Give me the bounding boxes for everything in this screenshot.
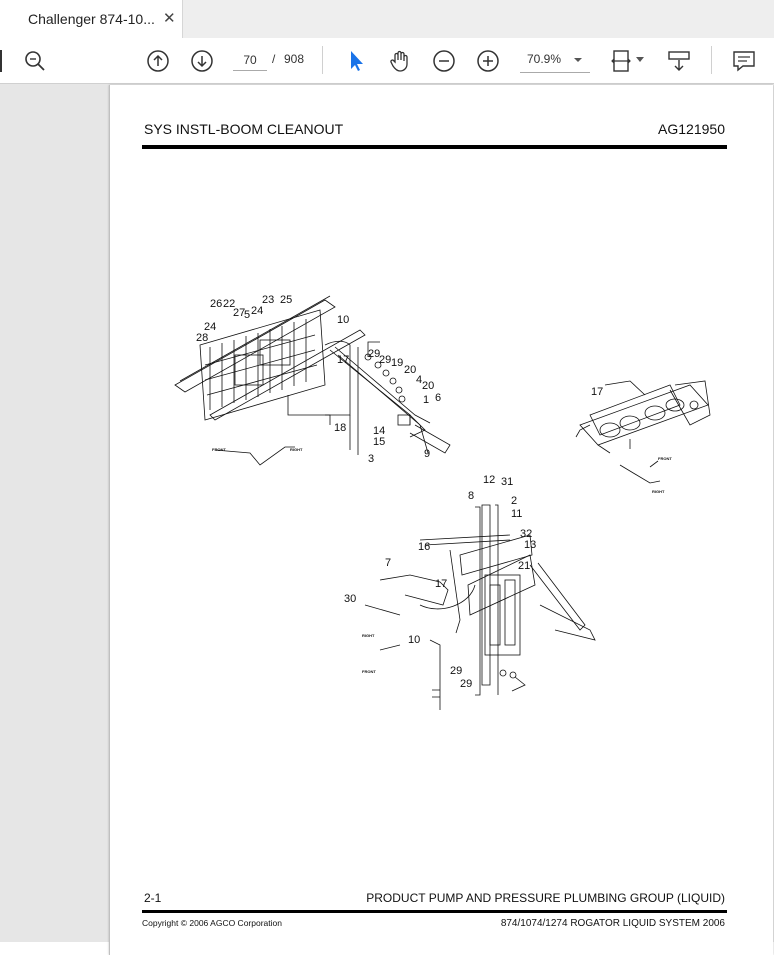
callout-21: 21 xyxy=(518,560,530,572)
callout-8: 8 xyxy=(468,490,474,502)
header-rule xyxy=(142,145,727,149)
callout-30: 30 xyxy=(344,593,356,605)
callout-4: 4 xyxy=(416,374,422,386)
callout-17-view2: 17 xyxy=(591,386,603,398)
callout-7: 7 xyxy=(385,557,391,569)
diagram-view-3-labels: 12 31 8 2 11 32 13 16 21 7 17 30 10 29 2… xyxy=(344,474,536,690)
chevron-down-icon xyxy=(574,58,582,62)
callout-29-b: 29 xyxy=(379,354,391,366)
footer-rule xyxy=(142,910,727,913)
previous-page-icon[interactable] xyxy=(145,48,171,74)
callout-23: 23 xyxy=(262,294,274,306)
toolbar-divider xyxy=(322,46,323,74)
fit-menu-chevron-icon[interactable] xyxy=(636,57,644,63)
orientation-right-1: RIGHT xyxy=(290,447,303,452)
toolbar-divider xyxy=(711,46,712,74)
callout-16: 16 xyxy=(418,541,430,553)
callout-6: 6 xyxy=(435,392,441,404)
footer-system-name: 874/1074/1274 ROGATOR LIQUID SYSTEM 2006 xyxy=(500,918,725,929)
callout-3: 3 xyxy=(368,453,374,465)
callout-14: 14 xyxy=(373,425,385,437)
hand-tool-icon[interactable] xyxy=(387,48,413,74)
callout-29-view3: 29 xyxy=(450,665,462,677)
callout-9: 9 xyxy=(424,448,430,460)
callout-28: 28 xyxy=(196,332,208,344)
callout-13: 13 xyxy=(524,539,536,551)
diagram-view-1 xyxy=(174,295,451,466)
orientation-front-2: FRONT xyxy=(658,456,672,461)
orientation-front-3: FRONT xyxy=(362,669,376,674)
zoom-underline xyxy=(520,72,590,73)
callout-5: 5 xyxy=(244,309,250,321)
search-icon[interactable] xyxy=(22,48,48,74)
callout-11: 11 xyxy=(511,508,522,520)
callout-20: 20 xyxy=(404,364,416,376)
page-header-part-number: AG121950 xyxy=(658,121,725,137)
callout-2: 2 xyxy=(511,495,517,507)
callout-24: 24 xyxy=(251,305,263,317)
footer-copyright: Copyright © 2006 AGCO Corporation xyxy=(142,918,282,928)
tab-bar: Challenger 874-10... ✕ xyxy=(0,0,774,39)
callout-17: 17 xyxy=(337,354,349,366)
tab-title: Challenger 874-10... xyxy=(28,11,155,27)
document-viewer[interactable]: SYS INSTL-BOOM CLEANOUT AG121950 xyxy=(0,84,774,955)
callout-32: 32 xyxy=(520,528,532,540)
document-tab[interactable]: Challenger 874-10... ✕ xyxy=(0,0,183,38)
comment-icon[interactable] xyxy=(731,48,757,74)
callout-1: 1 xyxy=(423,394,429,406)
callout-27: 27 xyxy=(233,307,245,319)
diagram-view-2-labels: 17 FRONT RIGHT xyxy=(591,386,672,494)
sidebar-edge xyxy=(0,50,2,72)
page-header-title: SYS INSTL-BOOM CLEANOUT xyxy=(144,121,344,137)
callout-22: 22 xyxy=(223,298,235,310)
callout-10-view3: 10 xyxy=(408,634,420,646)
parts-diagram: 26 22 27 5 24 23 25 24 28 10 17 29 29 19… xyxy=(174,294,711,710)
callout-29: 29 xyxy=(368,348,380,360)
footer-page-number: 2-1 xyxy=(144,891,162,905)
select-cursor-icon[interactable] xyxy=(343,48,369,74)
fit-page-icon[interactable] xyxy=(609,48,635,74)
diagram-view-1-labels: 26 22 27 5 24 23 25 24 28 10 17 29 29 19… xyxy=(196,294,441,465)
zoom-in-icon[interactable] xyxy=(475,48,501,74)
zoom-out-icon[interactable] xyxy=(431,48,457,74)
callout-25: 25 xyxy=(280,294,292,306)
callout-20-b: 20 xyxy=(422,380,434,392)
next-page-icon[interactable] xyxy=(189,48,215,74)
callout-26: 26 xyxy=(210,298,222,310)
page-total: 908 xyxy=(284,52,305,66)
callout-19: 19 xyxy=(391,357,403,369)
orientation-front-1: FRONT xyxy=(212,447,226,452)
callout-10: 10 xyxy=(337,314,349,326)
page-separator: / xyxy=(272,52,276,66)
zoom-value: 70.9% xyxy=(527,52,562,66)
pdf-page: SYS INSTL-BOOM CLEANOUT AG121950 xyxy=(109,85,773,955)
footer-section-title: PRODUCT PUMP AND PRESSURE PLUMBING GROUP… xyxy=(366,891,725,905)
callout-15: 15 xyxy=(373,436,385,448)
orientation-right-2: RIGHT xyxy=(652,489,665,494)
callout-31: 31 xyxy=(501,476,513,488)
diagram-view-2 xyxy=(575,380,711,484)
scroll-mode-icon[interactable] xyxy=(666,48,692,74)
callout-24-b: 24 xyxy=(204,321,216,333)
pdf-toolbar: / 908 70.9% xyxy=(0,38,774,84)
diagram-view-3 xyxy=(364,504,596,710)
callout-17-view3: 17 xyxy=(435,578,447,590)
orientation-right-3: RIGHT xyxy=(362,633,375,638)
close-icon[interactable]: ✕ xyxy=(163,10,176,27)
callout-18: 18 xyxy=(334,422,346,434)
callout-12: 12 xyxy=(483,474,495,486)
callout-29-view3-b: 29 xyxy=(460,678,472,690)
page-number-input[interactable] xyxy=(233,50,267,71)
